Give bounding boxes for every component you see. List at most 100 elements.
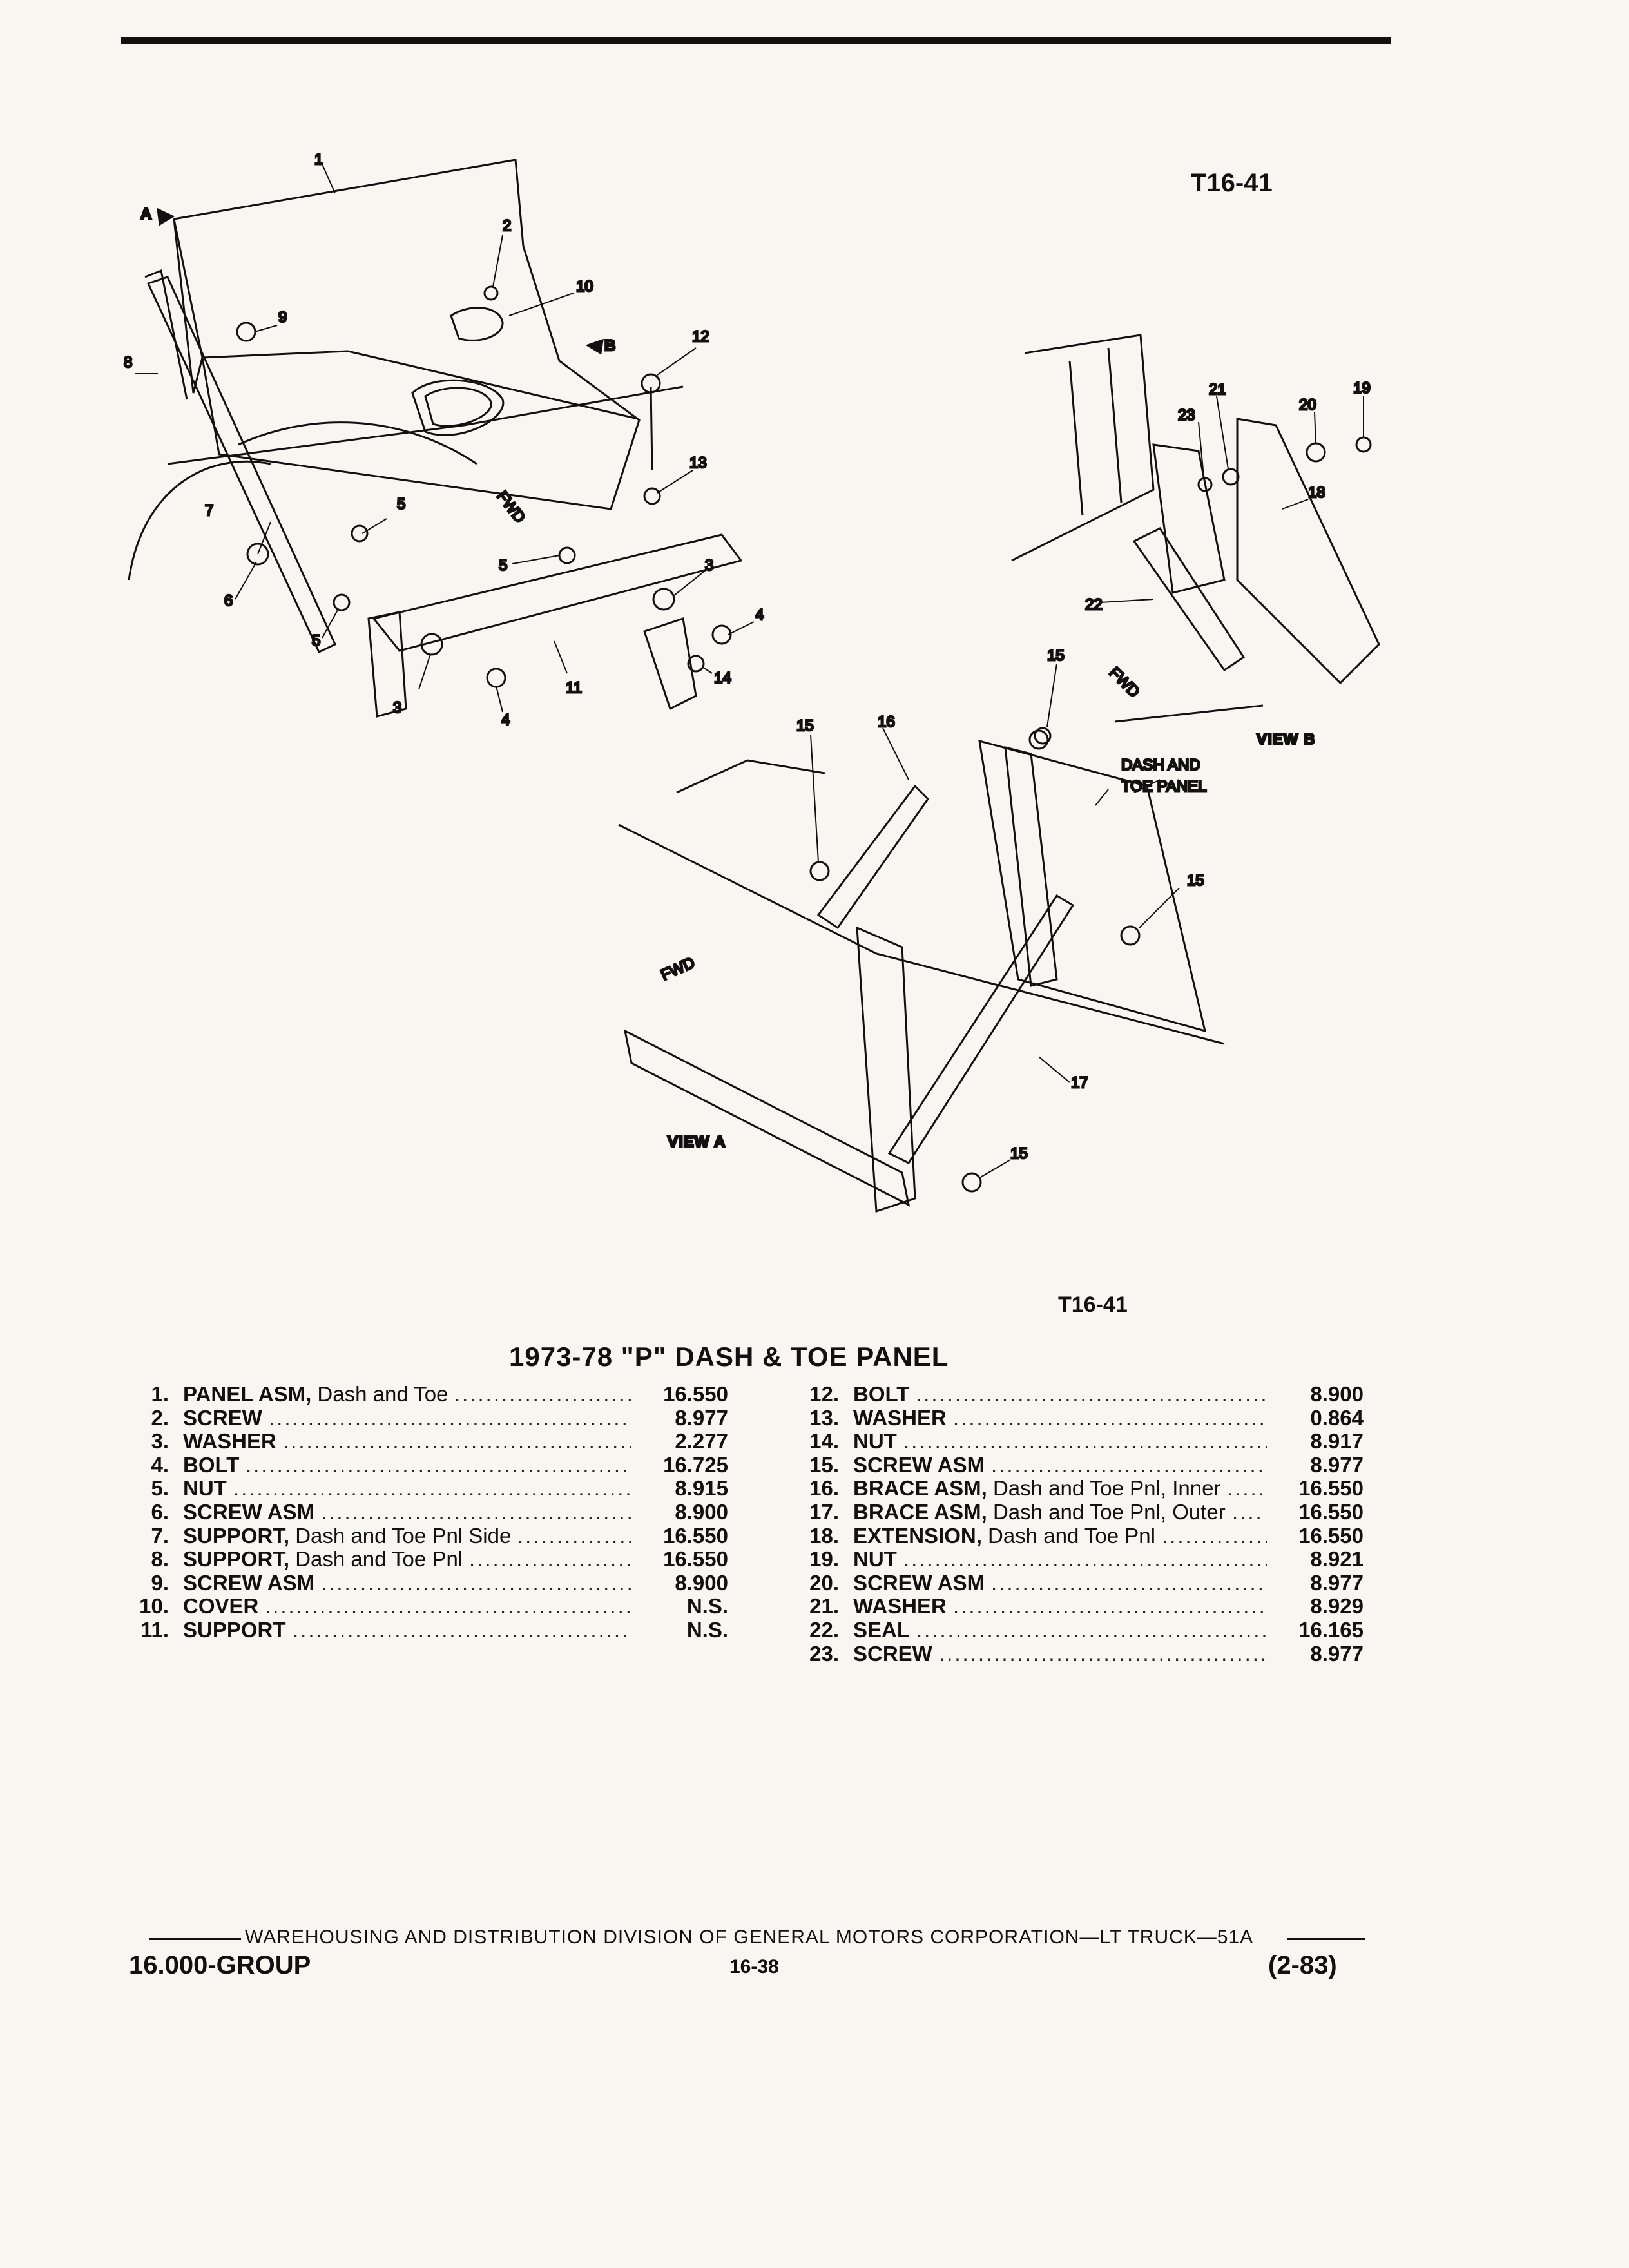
leader-dots: ...................... <box>469 1548 631 1571</box>
part-number: 4. <box>151 1452 169 1477</box>
leader-dots: ........................................… <box>903 1548 1267 1571</box>
parts-list-row: 21.WASHER...............................… <box>799 1595 1364 1619</box>
part-group-number: 8.917 <box>1310 1429 1364 1454</box>
callout-12: 12 <box>692 328 709 345</box>
part-number: 8. <box>151 1547 169 1571</box>
part-name: SUPPORT, Dash and Toe Pnl <box>183 1547 463 1571</box>
part-name: NUT <box>853 1547 897 1571</box>
leader-dots: ......................... <box>454 1383 631 1406</box>
parts-list-row: 22.SEAL.................................… <box>799 1617 1364 1642</box>
parts-list-row: 4.BOLT..................................… <box>129 1452 728 1477</box>
part-group-number: 0.864 <box>1310 1405 1364 1430</box>
parts-list-row: 18.EXTENSION, Dash and Toe Pnl..........… <box>799 1524 1364 1548</box>
leader-dots: ...................................... <box>991 1571 1267 1595</box>
footer-rule-left <box>149 1938 241 1940</box>
part-name-text: SEAL <box>853 1617 911 1642</box>
bolt-12-head <box>641 373 661 394</box>
part-name: WASHER <box>183 1429 276 1454</box>
panel-inner-curve <box>238 421 477 465</box>
view-a-rocker <box>623 1029 911 1207</box>
leader-dots: ........................................… <box>233 1477 631 1501</box>
screw-23 <box>1197 477 1213 492</box>
part-number: 12. <box>809 1382 839 1406</box>
part-name-text: SUPPORT, <box>183 1523 290 1548</box>
view-a-label: VIEW A <box>668 1133 726 1151</box>
part-group-number: 8.900 <box>675 1499 728 1524</box>
part-name: WASHER <box>853 1405 947 1430</box>
parts-list-row: 10.COVER................................… <box>129 1595 728 1619</box>
parts-list-row: 20. SCREW ASM............................… <box>799 1571 1364 1595</box>
part-number: 2. <box>151 1405 169 1430</box>
callout-4b: 4 <box>755 606 764 624</box>
part-name: SCREW ASM <box>853 1571 985 1595</box>
washer-3a <box>420 633 443 656</box>
part-number: 11. <box>140 1617 169 1642</box>
lower-support-block <box>367 611 407 718</box>
brace-17 <box>887 894 1075 1164</box>
footer-page-number: 16-38 <box>729 1956 779 1977</box>
bracket-14 <box>643 617 697 711</box>
floor-pan-edge <box>167 385 684 465</box>
part-group-number: 16.550 <box>1298 1476 1364 1501</box>
part-group-number: 8.977 <box>1310 1641 1364 1666</box>
figure-ref-bottom: T16-41 <box>1058 1293 1128 1317</box>
part-number: 7. <box>151 1523 169 1548</box>
part-name-text: NUT <box>853 1547 897 1571</box>
part-name-text: WASHER <box>853 1405 947 1430</box>
part-name-text: SCREW <box>853 1641 932 1666</box>
part-number: 20. <box>809 1570 839 1595</box>
bolt-12-shaft <box>650 386 653 471</box>
parts-list-row: 13.WASHER...............................… <box>799 1405 1364 1430</box>
part-name: EXTENSION, Dash and Toe Pnl <box>853 1524 1155 1548</box>
main-assembly: 1 2 10 12 13 8 9 7 5 5 3 4 14 6 5 3 4 11… <box>123 150 765 730</box>
callout-16: 16 <box>878 713 895 731</box>
part-group-number: 8.977 <box>675 1405 728 1430</box>
part-name: WASHER <box>853 1595 947 1619</box>
part-name-text: COVER <box>183 1594 259 1619</box>
part-name-text: NUT <box>853 1429 897 1454</box>
callout-14: 14 <box>714 669 731 687</box>
part-group-number: N.S. <box>686 1594 728 1619</box>
callout-9: 9 <box>278 309 287 326</box>
leader-dots: ........................................… <box>953 1406 1267 1430</box>
part-name: NUT <box>853 1429 897 1454</box>
callout-7: 7 <box>205 502 213 519</box>
parts-list-row: 15.SCREW ASM............................… <box>799 1452 1364 1477</box>
part-number: 19. <box>809 1547 839 1571</box>
cover-plate <box>450 307 504 341</box>
part-name-text: WASHER <box>183 1429 276 1454</box>
leader-lines-main <box>135 164 755 713</box>
parts-list-row: 14.NUT..................................… <box>799 1429 1364 1454</box>
screw-9 <box>236 322 256 342</box>
part-group-number: 8.915 <box>675 1476 728 1501</box>
part-group-number: 8.921 <box>1310 1547 1364 1571</box>
part-name-text: SCREW ASM <box>183 1570 315 1595</box>
part-group-number: 16.725 <box>663 1452 728 1477</box>
callout-11: 11 <box>566 679 582 697</box>
part-name-text: PANEL ASM, <box>183 1382 312 1406</box>
part-name-text: SCREW ASM <box>853 1452 985 1477</box>
parts-list-row: 11.SUPPORT..............................… <box>129 1617 728 1642</box>
part-group-number: 16.550 <box>1298 1523 1364 1548</box>
part-name: SCREW <box>853 1642 932 1666</box>
part-name: SEAL <box>853 1617 911 1642</box>
washer-3b <box>652 588 675 611</box>
bolt-4a <box>486 668 506 688</box>
part-name-text: SCREW ASM <box>853 1570 985 1595</box>
part-description: Dash and Toe Pnl, Outer <box>987 1499 1226 1524</box>
callout-5b: 5 <box>499 557 507 574</box>
part-group-number: 2.277 <box>675 1429 728 1454</box>
leader-dots: ........................................… <box>903 1430 1267 1454</box>
callout-4a: 4 <box>501 711 510 729</box>
view-b-assembly: 19 20 21 23 18 22 15 FWD VIEW B <box>1011 334 1380 793</box>
side-support-7 <box>146 276 336 654</box>
part-name: NUT <box>183 1477 227 1501</box>
part-name: SUPPORT, Dash and Toe Pnl Side <box>183 1524 511 1548</box>
parts-list-row: 7.SUPPORT, Dash and Toe Pnl Side........… <box>129 1524 728 1548</box>
screw-asm-20 <box>1306 442 1326 463</box>
part-group-number: 16.550 <box>663 1382 728 1406</box>
leader-dots: ........................................… <box>293 1618 631 1642</box>
callout-23: 23 <box>1178 407 1195 424</box>
dash-toe-panel-view-a <box>978 739 1207 1033</box>
callout-15a: 15 <box>796 717 814 735</box>
